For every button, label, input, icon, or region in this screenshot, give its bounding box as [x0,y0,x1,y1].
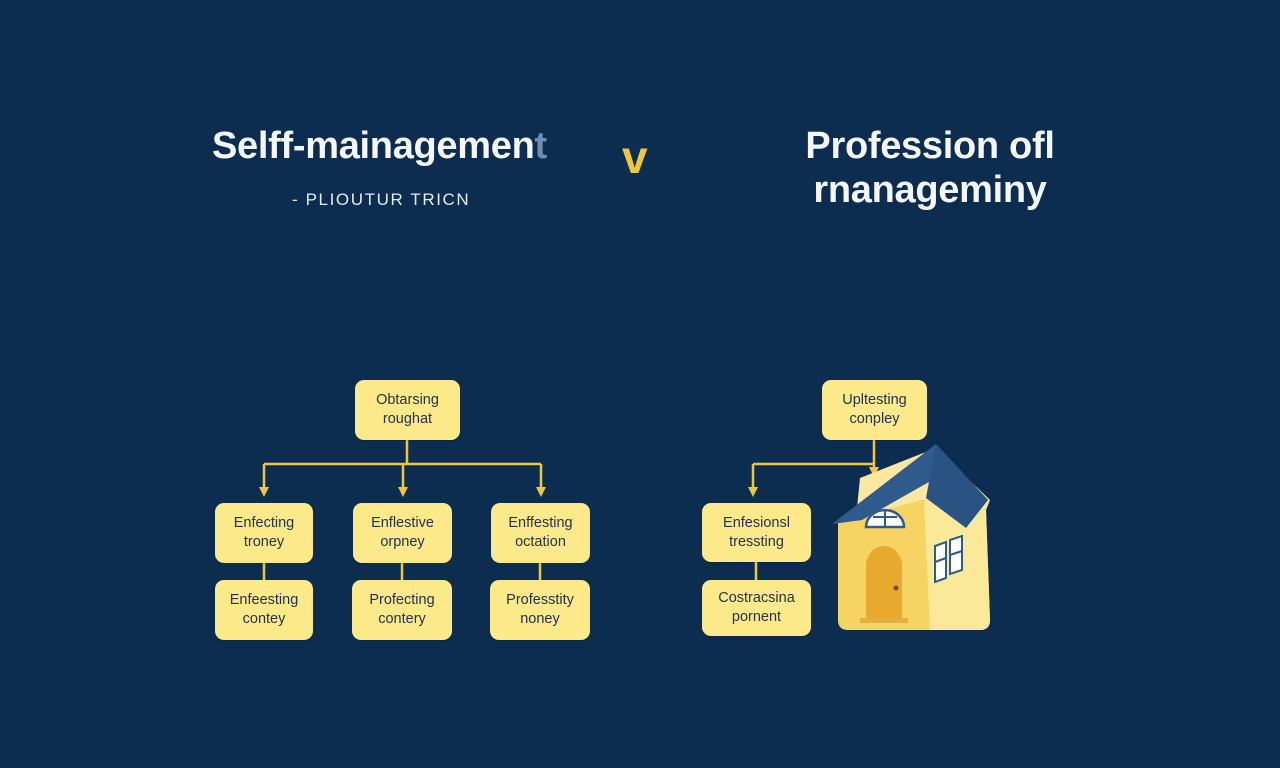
left-title: Selff-mainagement [212,124,547,168]
right-grandchild-line-2: pornent [731,609,782,625]
vs-label: v [622,131,648,183]
left-grandchild-node-3: Professtity noney [490,580,590,640]
left-child-1-line-1: Enfecting [233,515,295,531]
left-subtitle: - PLIOUTUR TRICN [292,190,471,209]
left-title-main: Selff-mainagemen [212,125,535,167]
right-title-line-2: rnanageminy [813,169,1047,211]
left-grandchild-1-line-2: contey [242,611,286,627]
left-root-line-2: roughat [382,411,433,427]
left-grandchild-node-1: Enfeesting contey [215,580,313,640]
left-grandchild-node-2: Profecting contery [352,580,452,640]
left-grandchild-3-line-2: noney [520,611,560,627]
right-title: Profession ofl rnanageminy [760,124,1100,212]
left-child-node-1: Enfecting troney [215,503,313,563]
right-grandchild-node: Costracsina pornent [702,580,811,636]
left-grandchild-2-line-2: contery [378,611,426,627]
left-root-line-1: Obtarsing [376,392,439,408]
house-icon [832,444,990,630]
left-child-1-line-2: troney [243,534,285,550]
left-child-node-3: Enffesting octation [491,503,590,563]
left-child-2-line-2: orpney [380,534,425,550]
right-child-line-2: tressting [729,533,784,550]
right-grandchild-line-1: Costracsina [718,590,795,606]
left-grandchild-3-line-1: Professtity [506,592,574,608]
right-title-line-1: Profession ofl [805,125,1055,167]
left-grandchild-2-line-1: Profecting [369,592,435,608]
left-child-3-line-2: octation [515,534,566,550]
right-child-line-1: Enfesionsl [723,514,790,531]
right-root-node: Upltesting conpley [822,380,927,440]
left-grandchild-1-line-1: Enfeesting [229,592,299,608]
connector-root-to-children [264,440,541,466]
right-root-line-1: Upltesting [842,392,907,408]
left-root-node: Obtarsing roughat [355,380,460,440]
left-title-tail: t [534,125,548,167]
left-child-node-2: Enflestive orpney [353,503,452,563]
left-child-3-line-1: Enffesting [508,515,573,531]
connector-right-root [753,440,876,466]
right-child-node: Enfesionsl tressting [702,503,811,562]
right-root-line-2: conpley [849,411,900,427]
left-child-2-line-1: Enflestive [371,515,434,531]
